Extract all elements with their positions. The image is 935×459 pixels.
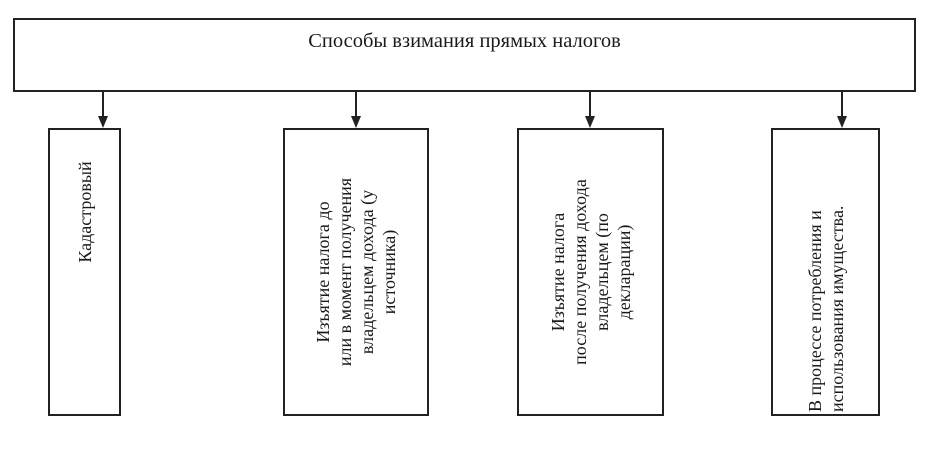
child-node-text: Изъятие налога до или в момент получения…	[312, 128, 400, 416]
text-line: источника)	[379, 229, 399, 315]
child-node-at-source: Изъятие налога до или в момент получения…	[283, 128, 429, 416]
text-line: Кадастровый	[74, 161, 95, 263]
text-line: или в момент получения	[335, 177, 355, 367]
child-node-by-declaration: Изъятие налога после получения дохода вл…	[517, 128, 664, 416]
root-node-title: Способы взимания прямых налогов	[308, 30, 621, 52]
text-line: Изъятие налога	[547, 212, 568, 332]
arrowhead-down-icon	[98, 116, 108, 128]
root-node-box: Способы взимания прямых налогов	[13, 18, 916, 92]
child-node-text: В процессе потребления и использования и…	[804, 132, 848, 412]
text-line: В процессе потребления и	[804, 210, 825, 412]
text-line: после получения дохода	[569, 179, 590, 365]
arrowhead-down-icon	[837, 116, 847, 128]
text-line: декларации)	[613, 224, 634, 320]
text-line: владельцем дохода (у	[357, 189, 377, 355]
text-line: Изъятие налога до	[313, 201, 333, 343]
text-line: владельцем (по	[591, 213, 612, 331]
edge-root-to-child-2	[355, 92, 357, 118]
child-node-consumption: В процессе потребления и использования и…	[771, 128, 880, 416]
child-node-text: Кадастровый	[74, 68, 96, 356]
arrowhead-down-icon	[351, 116, 361, 128]
edge-root-to-child-1	[102, 92, 104, 118]
child-node-text: Изъятие налога после получения дохода вл…	[547, 128, 635, 416]
child-node-cadastral: Кадастровый	[48, 128, 121, 416]
edge-root-to-child-3	[589, 92, 591, 118]
text-line: использования имущества.	[826, 205, 847, 412]
arrowhead-down-icon	[585, 116, 595, 128]
edge-root-to-child-4	[841, 92, 843, 118]
